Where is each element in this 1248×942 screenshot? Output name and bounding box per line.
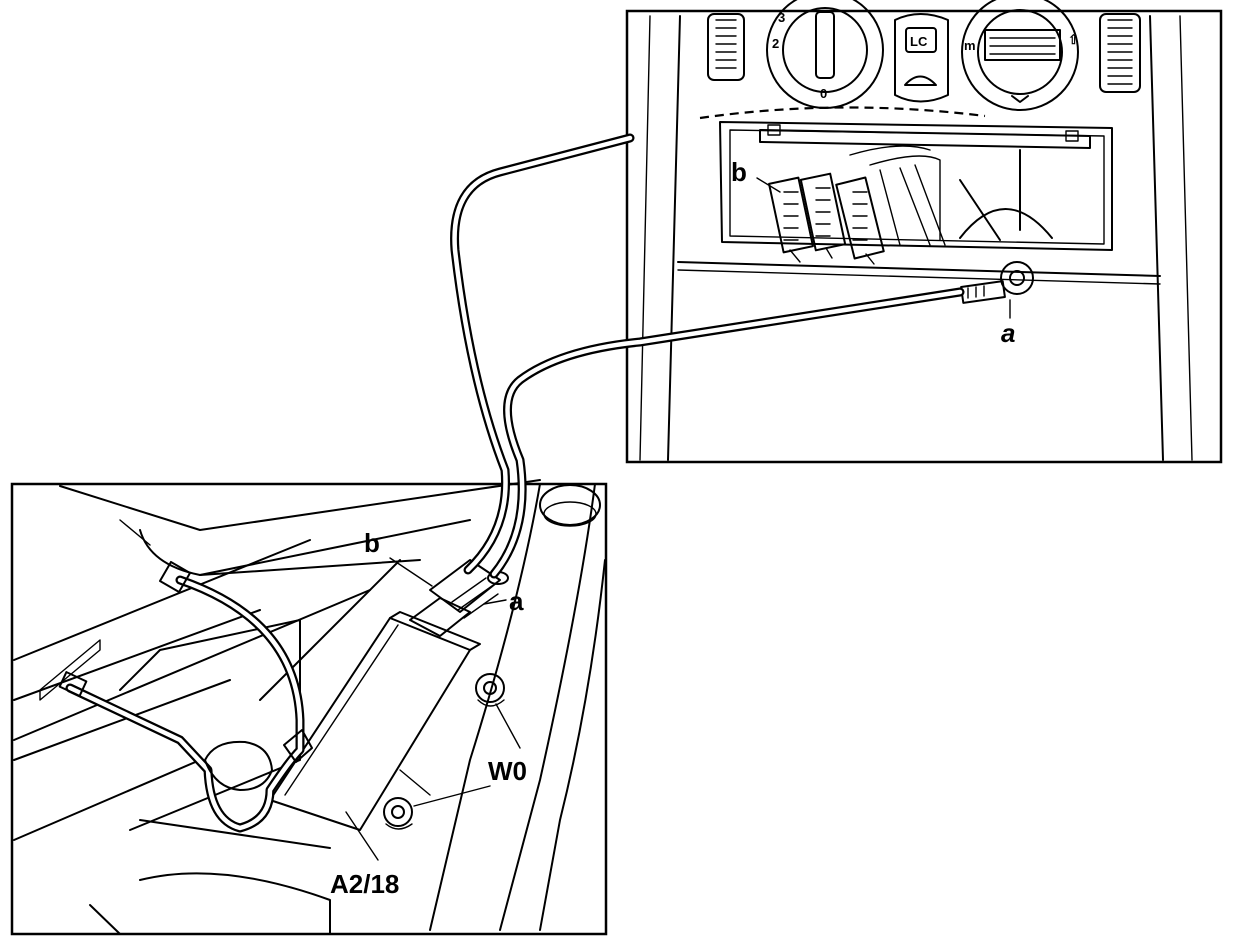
console-label-a: a: [1001, 318, 1015, 348]
console-inset-frame: [625, 9, 1223, 464]
svg-text:2: 2: [772, 36, 779, 51]
module-b-leader: [389, 557, 433, 587]
w0-leader-upper: [495, 703, 521, 749]
console-inset: 2 3 0 LC m ⇧: [625, 0, 1223, 464]
a2-18-leader: [345, 811, 379, 861]
right-climate-knob: m ⇧: [961, 0, 1079, 111]
module-inset: b a W0 A2/18: [10, 479, 608, 936]
antenna-cable: [58, 560, 313, 833]
console-label-b: b: [731, 157, 747, 187]
svg-text:0: 0: [820, 86, 827, 101]
console-lower-panel: [677, 261, 1161, 277]
ground-point-lower: [383, 769, 431, 830]
console-trim-left: [639, 15, 651, 461]
module-label-a2-18: A2/18: [330, 869, 399, 899]
svg-text:⇧: ⇧: [1068, 32, 1079, 47]
svg-text:m: m: [964, 38, 976, 53]
module-label-a: a: [509, 586, 524, 616]
module-a-leader: [483, 599, 507, 605]
svg-text:3: 3: [778, 10, 785, 25]
console-connectors-b: [768, 172, 885, 265]
radio-cavity: [719, 121, 1113, 251]
console-b-leader: [756, 177, 781, 193]
left-vent: [707, 13, 745, 81]
center-control: LC: [894, 13, 949, 103]
cavity-dashed-outline: [699, 106, 986, 120]
w0-leader-lower: [413, 785, 491, 807]
console-trim-right: [1179, 15, 1193, 461]
lc-mark: LC: [910, 34, 928, 49]
pillar: [429, 483, 606, 931]
ground-point-upper: [475, 673, 505, 707]
module-a2-18: [269, 611, 481, 831]
wiring-harness: [450, 133, 965, 579]
module-connector: [409, 559, 509, 637]
right-vent: [1099, 13, 1141, 93]
console-right-edge: [1149, 15, 1164, 461]
console-left-edge: [667, 15, 681, 461]
module-label-b: b: [364, 528, 380, 558]
ground-label-w0: W0: [488, 756, 527, 786]
